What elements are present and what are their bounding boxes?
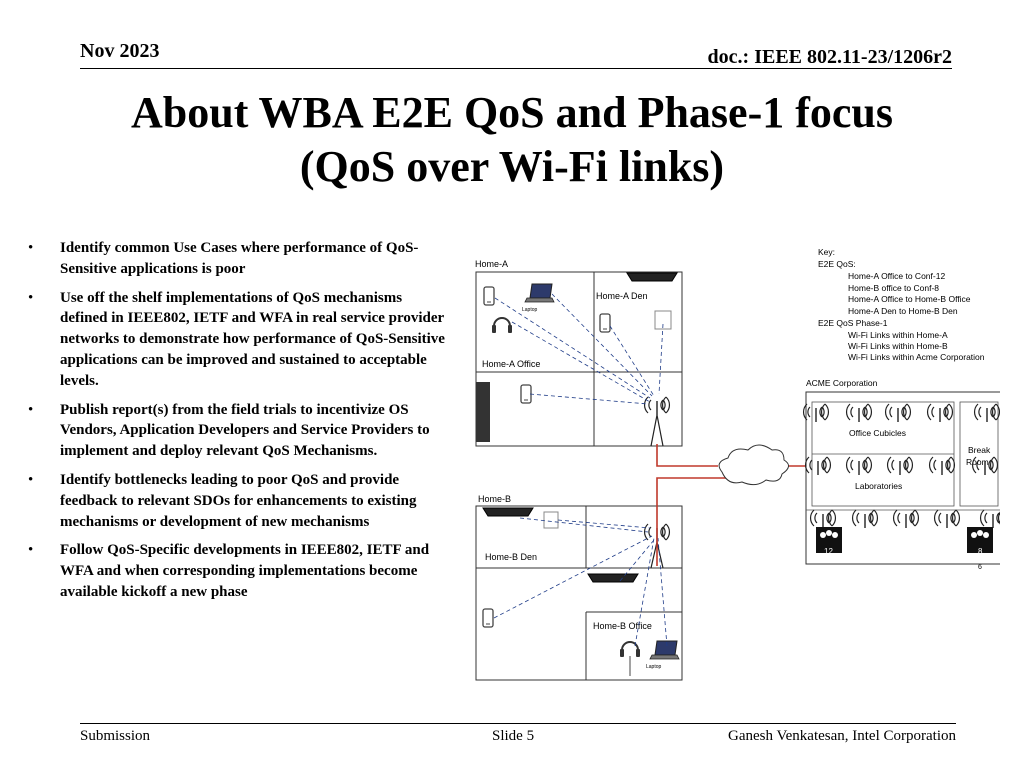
slide-title: About WBA E2E QoS and Phase-1 focus (QoS… [60, 86, 964, 194]
phone-icon [599, 313, 611, 333]
bullet-item: • Identify common Use Cases where perform… [28, 238, 448, 280]
legend-phase1-heading: E2E QoS Phase-1 [818, 318, 888, 328]
conference-room-suffix: 6 [978, 564, 982, 571]
bullet-text: Publish report(s) from the field trials … [60, 401, 430, 460]
bullet-text: Follow QoS-Specific developments in IEEE… [60, 542, 430, 600]
tv-icon [587, 573, 639, 583]
legend-e2e-item: Home-A Office to Home-B Office [848, 294, 971, 304]
phone-icon [520, 384, 532, 404]
laptop-label: Laptop [646, 664, 662, 670]
acme-label: ACME Corporation [806, 378, 878, 388]
legend-title: Key: [818, 247, 835, 257]
home-a-den-label: Home-A Den [596, 291, 648, 301]
bullet-marker: • [28, 401, 34, 418]
footer-slide-number: Slide 5 [492, 728, 535, 744]
legend-e2e-item: Home-A Den to Home-B Den [848, 306, 958, 316]
header-doc-id: doc.: IEEE 802.11-23/1206r2 [707, 46, 952, 68]
legend: Key: E2E QoS: Home-A Office to Conf-12 H… [818, 247, 985, 362]
legend-e2e-item: Home-A Office to Conf-12 [848, 271, 945, 281]
break-room-label: Break [968, 445, 991, 455]
home-a-label: Home-A [475, 259, 508, 269]
footer-author: Ganesh Venkatesan, Intel Corporation [728, 728, 956, 744]
network-diagram: Key: E2E QoS: Home-A Office to Conf-12 H… [475, 247, 1000, 681]
office-cubicles-label: Office Cubicles [849, 428, 906, 438]
home-b-den-label: Home-B Den [485, 552, 537, 562]
legend-e2e-heading: E2E QoS: [818, 259, 856, 269]
bullet-marker: • [28, 542, 34, 559]
conference-room-label: 12 [824, 547, 833, 556]
legend-phase1-item: Wi-Fi Links within Home-A [848, 330, 948, 340]
bullet-item: • Publish report(s) from the field trials… [28, 400, 448, 462]
footer-divider [80, 723, 956, 724]
wifi-links [493, 293, 668, 647]
conference-room-label: 8 [978, 547, 983, 556]
bullet-text: Identify common Use Cases where performa… [60, 240, 419, 277]
phone-icon [482, 608, 494, 628]
bullet-marker: • [28, 471, 34, 488]
bullet-text: Identify bottlenecks leading to poor QoS… [60, 471, 417, 530]
internet-cloud-icon [718, 444, 789, 486]
bullet-item: • Identify bottlenecks leading to poor Qo… [28, 470, 448, 532]
acme-corporation: ACME Corporation Office Cubicles Break R… [802, 378, 1000, 571]
tv-icon [482, 507, 534, 517]
home-a: Home-A Home-A Den Home-A Office Laptop [475, 259, 683, 447]
tablet-icon [654, 310, 672, 330]
slide-title-line-1: About WBA E2E QoS and Phase-1 focus [130, 88, 894, 137]
phone-icon [483, 286, 495, 306]
legend-phase1-item: Wi-Fi Links within Acme Corporation [848, 352, 985, 362]
bullet-item: • Use off the shelf implementations of Qo… [28, 288, 448, 392]
laptop-label: Laptop [522, 307, 538, 313]
bullet-marker: • [28, 289, 34, 306]
home-b: Home-B Home-B Den Home-B Office Laptop [475, 494, 683, 681]
bullet-marker: • [28, 240, 34, 256]
tablet-icon [543, 511, 559, 529]
bullet-text: Use off the shelf implementations of QoS… [60, 289, 445, 389]
bullet-item: • Follow QoS-Specific developments in IEE… [28, 540, 448, 602]
slide-title-line-2: (QoS over Wi-Fi links) [299, 142, 725, 191]
header-divider [80, 68, 952, 69]
home-a-office-label: Home-A Office [482, 359, 540, 369]
legend-phase1-item: Wi-Fi Links within Home-B [848, 341, 948, 351]
header-date: Nov 2023 [80, 40, 160, 62]
laboratories-label: Laboratories [855, 481, 902, 491]
home-b-office-label: Home-B Office [593, 621, 652, 631]
footer-submission: Submission [80, 728, 151, 744]
home-b-label: Home-B [478, 494, 511, 504]
bullet-list: • Identify common Use Cases where perform… [28, 238, 448, 611]
legend-e2e-item: Home-B office to Conf-8 [848, 283, 939, 293]
tv-icon [626, 272, 678, 282]
display-icon [476, 382, 490, 442]
